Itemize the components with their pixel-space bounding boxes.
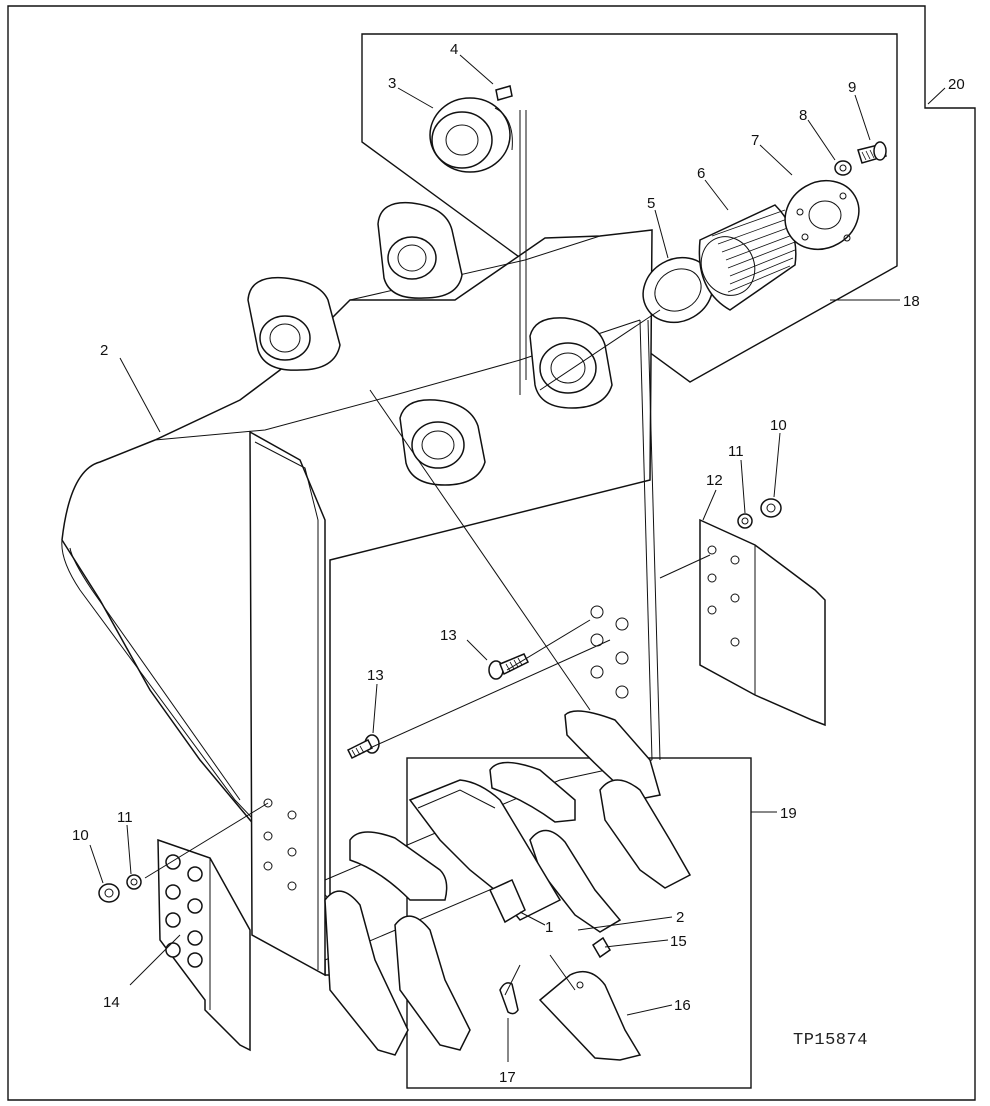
callout-14: 14 [103,994,120,1011]
callout-8: 8 [799,107,807,124]
callout-7: 7 [751,132,759,149]
callout-11-left: 11 [117,809,133,826]
callout-19: 19 [780,805,797,822]
bolt-part-13-upper [488,653,530,680]
tooth-adapter-part-1 [408,779,562,924]
callout-10-left: 10 [72,827,89,844]
callout-5: 5 [647,195,655,212]
callout-11-right: 11 [728,443,744,460]
callout-18: 18 [903,293,920,310]
nut-right-part-10 [760,498,782,518]
callout-12: 12 [706,472,723,489]
callout-16: 16 [674,997,691,1014]
lock-part-17 [499,982,519,1015]
washer-left-part-11 [126,874,142,890]
callout-10-right: 10 [770,417,787,434]
side-cutter-right-part-12 [699,518,826,727]
assembly-lines [144,110,711,996]
callout-2-bucket: 2 [100,342,108,359]
side-cutter-left-part-14 [157,838,251,1052]
outer-border [7,5,976,1101]
callout-1: 1 [545,919,553,936]
pin-part-4 [495,85,513,101]
bolt-part-9 [857,141,887,164]
pivot-hardware-kit-frame [361,33,898,383]
callout-17: 17 [499,1069,516,1086]
figure-id: TP15874 [793,1031,868,1050]
bucket-body [61,201,661,977]
washer-right-part-11 [737,513,753,529]
bushing-part-3 [429,97,513,173]
callout-2-teeth: 2 [676,909,684,926]
leader-lines [89,54,900,1062]
retainer-plate-part-7 [784,179,860,251]
bucket-teeth [324,710,692,1056]
callout-15: 15 [670,933,687,950]
tooth-part-16 [538,970,642,1061]
bolt-part-13-lower [346,734,380,760]
nut-left-part-10 [98,883,120,903]
callout-13-lower: 13 [367,667,384,684]
callout-13-upper: 13 [440,627,457,644]
callout-6: 6 [697,165,705,182]
callout-20: 20 [948,76,965,93]
washer-part-8 [834,160,852,176]
callout-9: 9 [848,79,856,96]
pin-part-15 [592,936,611,959]
callout-3: 3 [388,75,396,92]
callout-4: 4 [450,41,458,58]
callout-labels: 1 2 2 3 4 5 6 7 8 9 10 10 11 11 12 13 13… [72,41,965,1086]
